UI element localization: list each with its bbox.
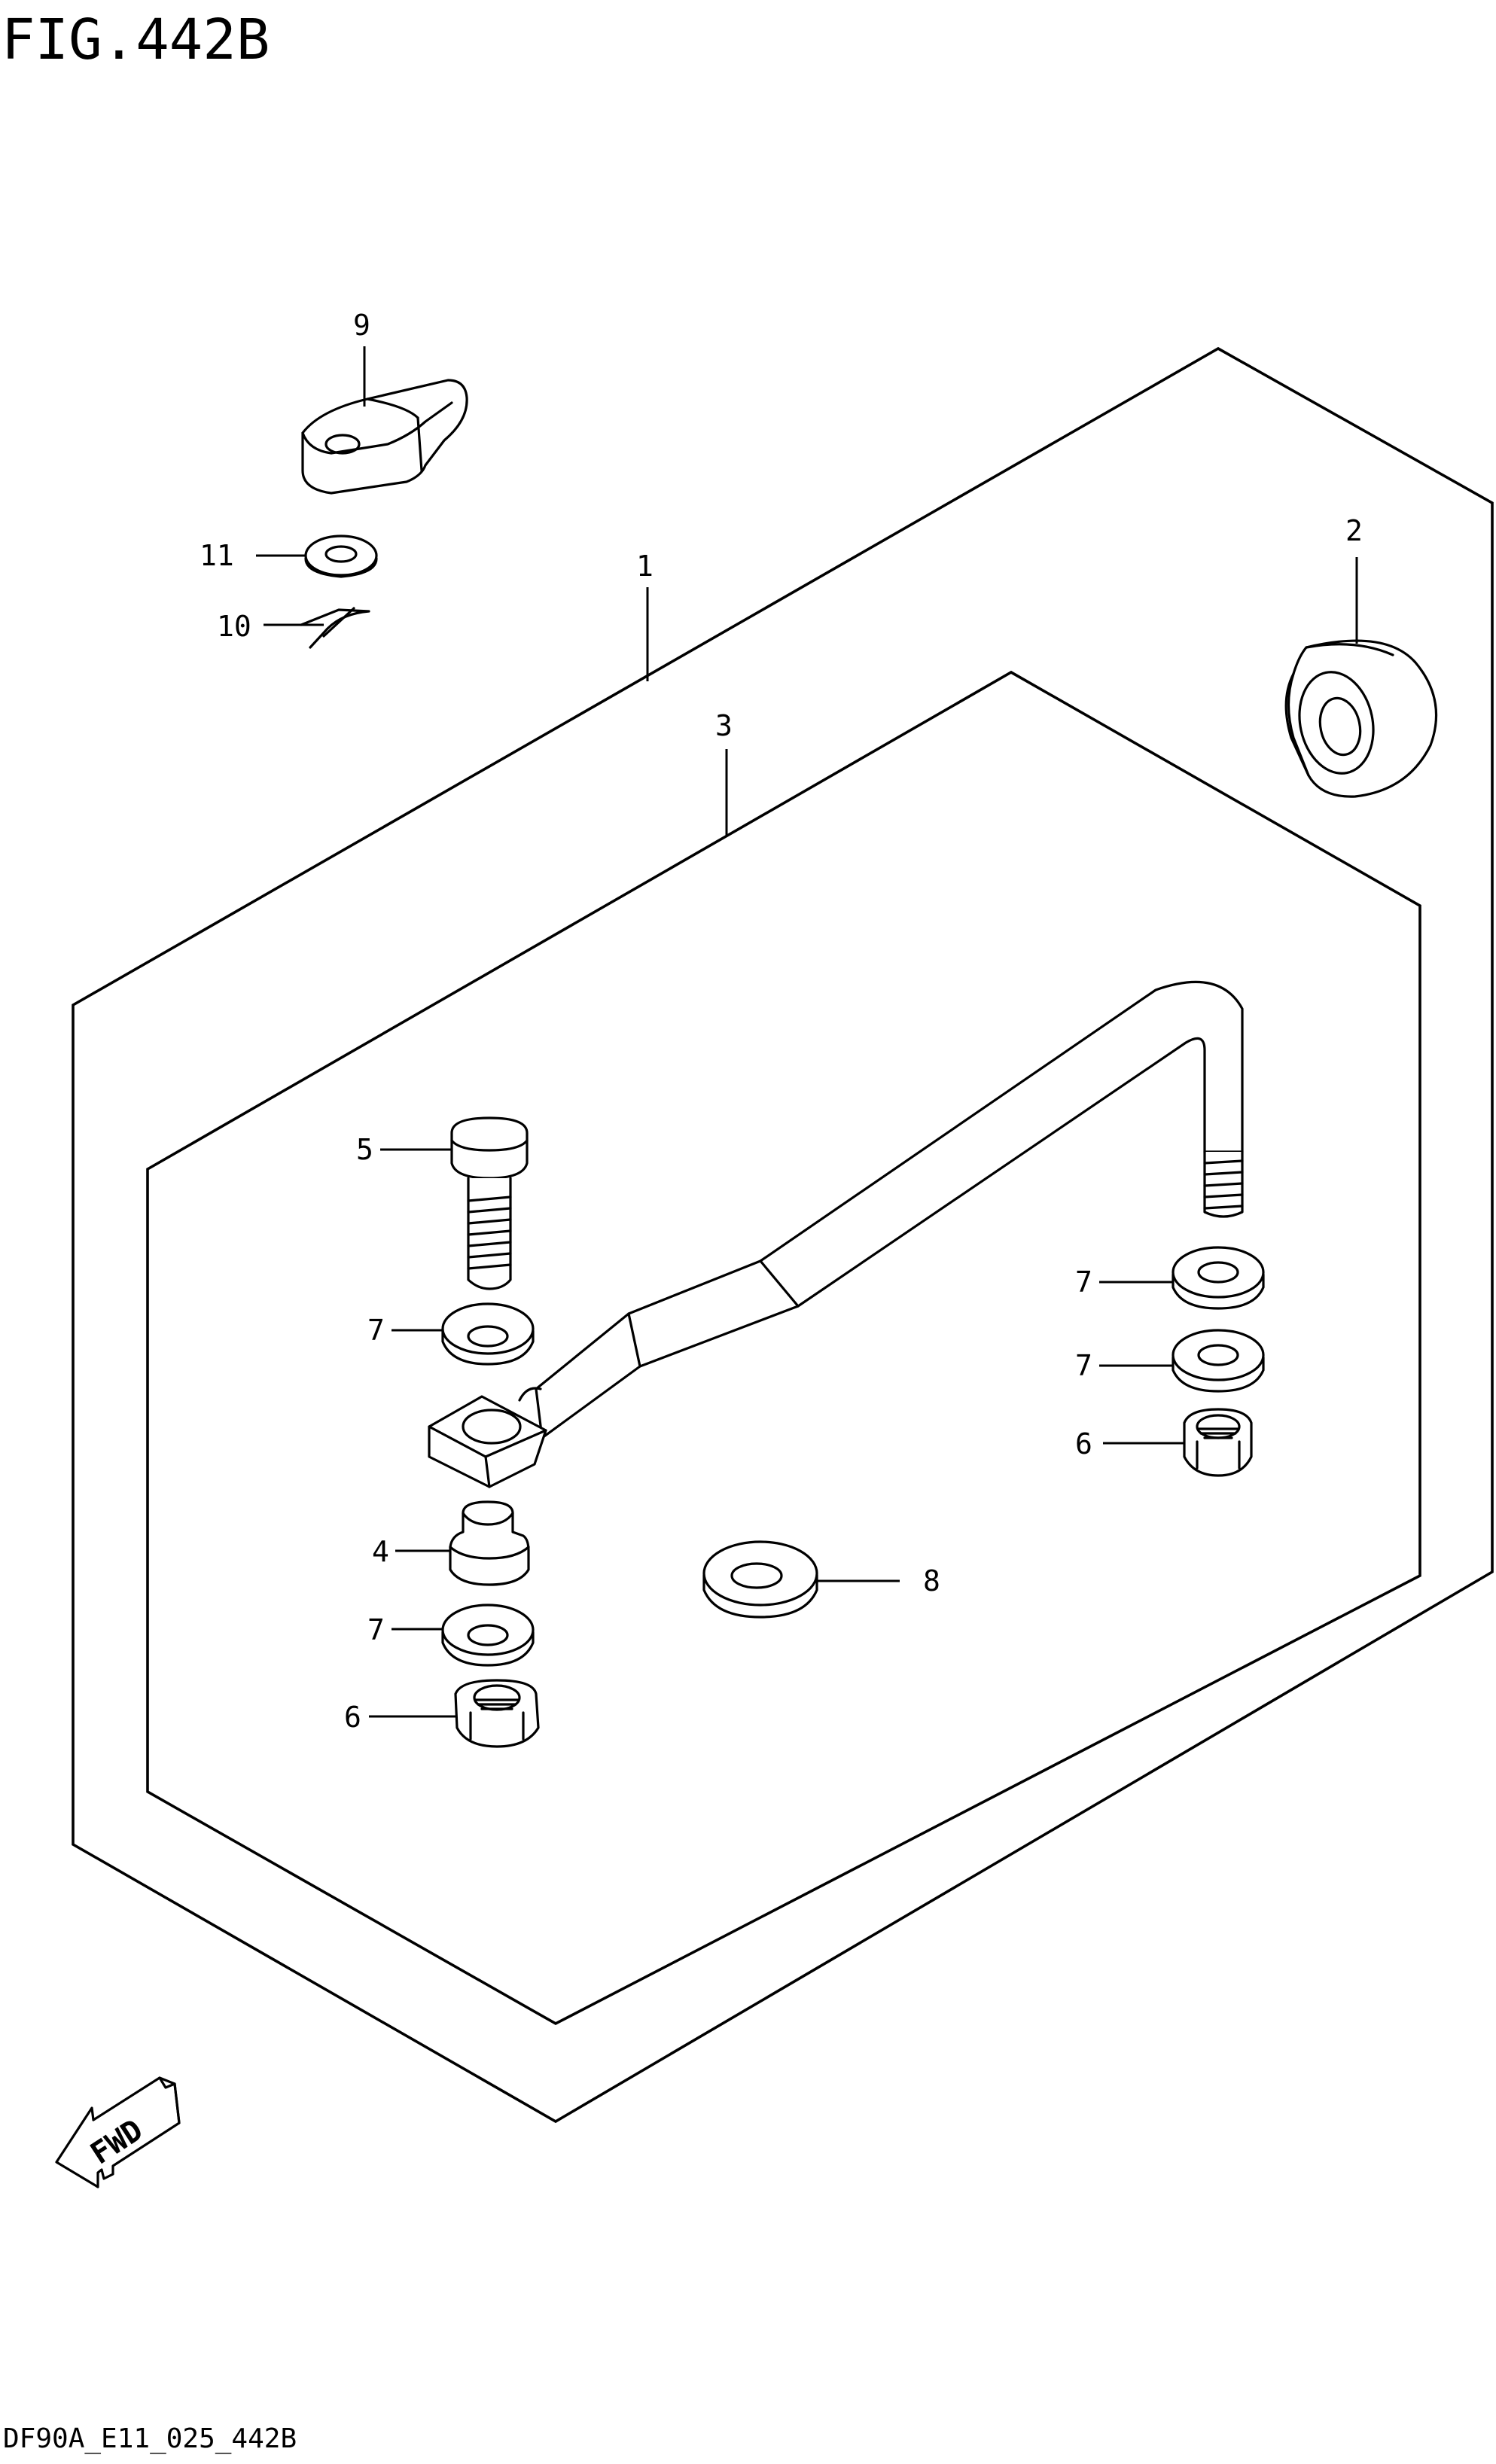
bolt-part-5: [450, 1116, 529, 1290]
tie-rod-part-3: [428, 980, 1244, 1488]
callout-5: 5: [356, 1133, 373, 1166]
cable-joint-part: [301, 379, 468, 495]
callout-2: 2: [1345, 514, 1363, 547]
kit-outline-inner: [146, 670, 1421, 2026]
callout-6b: 6: [1075, 1427, 1092, 1460]
clip-part-10: [300, 607, 370, 649]
callout-11: 11: [200, 539, 234, 572]
figure-title: FIG.442B: [2, 8, 270, 72]
footer-code: DF90A_E11_025_442B: [3, 2423, 297, 2454]
washer-part-7a: [441, 1302, 535, 1366]
callout-6a: 6: [344, 1701, 361, 1734]
callout-7c: 7: [1075, 1349, 1092, 1382]
callout-7d: 7: [367, 1613, 385, 1646]
nut-part-6a: [454, 1679, 540, 1748]
callout-1: 1: [636, 550, 654, 583]
spacer-part-8: [702, 1540, 818, 1619]
callout-7b: 7: [1075, 1266, 1092, 1299]
callout-9: 9: [353, 309, 370, 342]
callout-10: 10: [217, 610, 251, 643]
washer-part-11: [304, 535, 378, 578]
callout-7a: 7: [367, 1314, 385, 1347]
grommet-part-2: [1284, 639, 1438, 798]
nut-part-6b: [1183, 1408, 1253, 1477]
kit-outline-outer: [72, 346, 1494, 2124]
washer-part-7d: [441, 1604, 535, 1667]
fwd-arrow-icon: FWD: [55, 2076, 181, 2188]
washer-part-7b: [1172, 1246, 1265, 1310]
leader-lines: [256, 346, 1358, 1718]
callout-3: 3: [715, 709, 733, 742]
callout-8: 8: [923, 1564, 940, 1597]
collar-part-4: [449, 1500, 530, 1586]
callout-4: 4: [372, 1535, 389, 1568]
washer-part-7c: [1172, 1329, 1265, 1393]
